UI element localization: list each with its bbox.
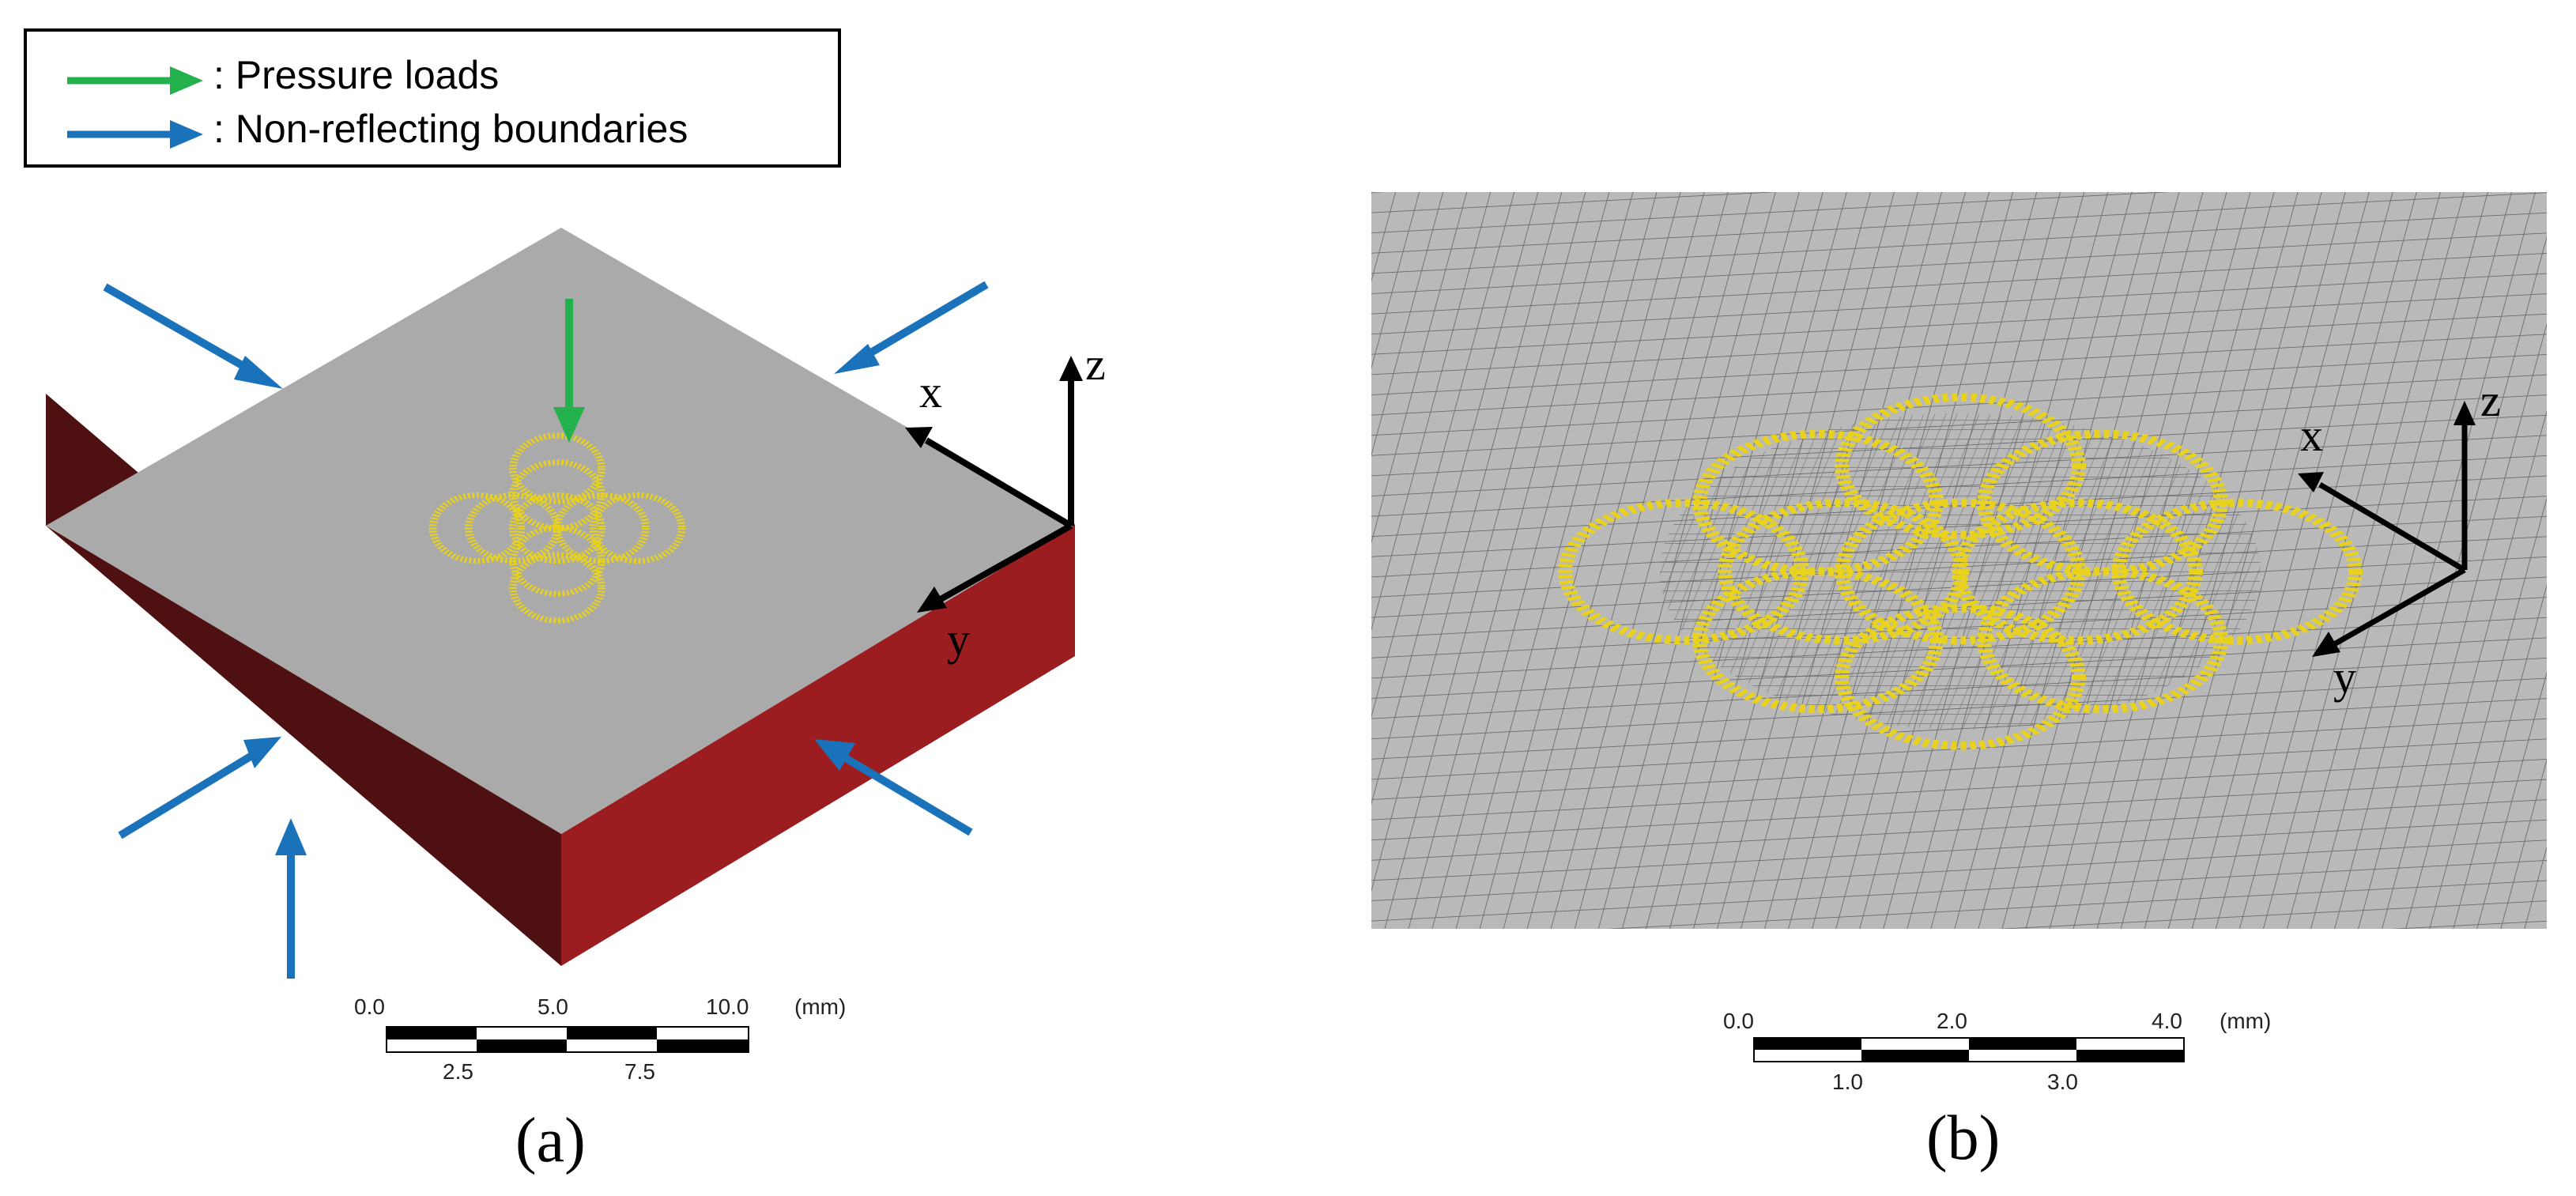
panel-b-x-label: x	[2300, 409, 2323, 461]
panel-a-scale-tick-2: 5.0	[537, 994, 568, 1019]
panel-b-scale-tick-0: 0.0	[1723, 1009, 1754, 1033]
panel-b-scale-tick-3: 3.0	[2047, 1070, 2078, 1094]
boundary-arrow-bottom-icon	[275, 818, 307, 979]
panel-a-scale-tick-3: 7.5	[624, 1059, 655, 1084]
panel-b-scale-tick-4: 4.0	[2152, 1009, 2182, 1033]
panel-a-scale-tick-0: 0.0	[354, 994, 385, 1019]
panel-a-scale-tick-1: 2.5	[443, 1059, 473, 1084]
block-right-face	[561, 524, 1075, 966]
panel-a-scale-tick-4: 10.0	[706, 994, 749, 1019]
panel-b-axes	[2298, 401, 2476, 657]
panel-a-scale-unit: (mm)	[794, 994, 847, 1019]
panel-a-scale-bar	[386, 1026, 749, 1053]
legend-pressure-label: : Pressure loads	[213, 53, 500, 97]
panel-b-scale-bar	[1753, 1037, 2185, 1062]
panel-b-mesh-view	[1371, 192, 2547, 929]
panel-b-z-label: z	[2480, 375, 2501, 426]
boundary-arrow-top-left-icon	[103, 283, 283, 389]
panel-a-axes	[905, 356, 1083, 613]
panel-a-z-label: z	[1085, 338, 1106, 390]
panel-a-label: (a)	[515, 1106, 586, 1175]
legend-boundary-label: : Non-reflecting boundaries	[213, 107, 688, 151]
legend-boundary-arrow-icon	[67, 120, 203, 149]
legend-pressure-arrow-icon	[67, 66, 203, 95]
boundary-arrow-bottom-left-icon	[118, 737, 281, 839]
panel-a-x-label: x	[919, 366, 942, 417]
panel-a-y-label: y	[947, 613, 970, 665]
boundary-arrow-bottom-right-icon	[814, 739, 973, 836]
legend	[24, 28, 841, 168]
panel-b-y-label: y	[2333, 651, 2356, 703]
panel-a-block	[46, 228, 1083, 979]
panel-b-label: (b)	[1926, 1104, 2001, 1173]
panel-b-scale-unit: (mm)	[2220, 1009, 2272, 1033]
panel-b-scale-tick-2: 2.0	[1937, 1009, 1967, 1033]
boundary-arrow-top-right-icon	[834, 281, 989, 374]
panel-b-transducer	[1558, 393, 2363, 750]
panel-b-scale-tick-1: 1.0	[1832, 1070, 1863, 1094]
pressure-load-arrow-icon	[553, 299, 585, 443]
